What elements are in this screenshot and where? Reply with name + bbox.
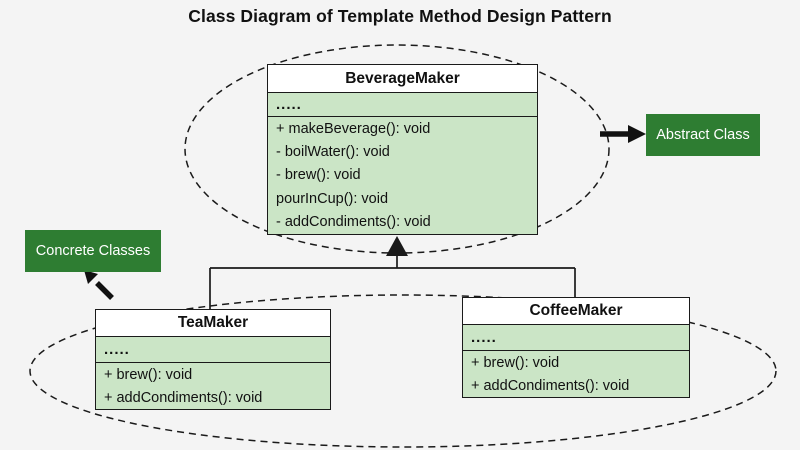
class-box-teamaker: TeaMaker ..... + brew(): void + addCondi…: [95, 309, 331, 410]
method-row: - addCondiments(): void: [276, 214, 431, 231]
class-methods-coffeemaker: + brew(): void + addCondiments(): void: [463, 351, 689, 397]
method-row: - brew(): void: [276, 167, 361, 184]
class-name-coffeemaker: CoffeeMaker: [463, 298, 689, 325]
inheritance-connector-lines: [209, 256, 576, 309]
method-row: - boilWater(): void: [276, 144, 390, 161]
method-row: + addCondiments(): void: [104, 389, 263, 406]
method-row: + makeBeverage(): void: [276, 120, 431, 137]
concrete-classes-arrow-icon: [84, 270, 114, 300]
abstract-class-arrow-icon: [600, 125, 646, 143]
class-methods-beveragemaker: + makeBeverage(): void - boilWater(): vo…: [268, 117, 537, 234]
concrete-classes-tag: Concrete Classes: [25, 230, 161, 272]
class-fields-teamaker: .....: [96, 337, 330, 363]
class-box-beveragemaker: BeverageMaker ..... + makeBeverage(): vo…: [267, 64, 538, 235]
method-row: pourInCup(): void: [276, 190, 389, 207]
page-title: Class Diagram of Template Method Design …: [188, 6, 612, 26]
method-row: + addCondiments(): void: [471, 377, 630, 394]
method-row: + brew(): void: [471, 354, 560, 371]
abstract-class-tag: Abstract Class: [646, 114, 760, 156]
method-row: + brew(): void: [104, 366, 193, 383]
class-fields-beveragemaker: .....: [268, 93, 537, 117]
class-name-teamaker: TeaMaker: [96, 310, 330, 337]
concrete-classes-ellipse: [29, 294, 777, 448]
inheritance-arrow-icon: [386, 236, 408, 256]
class-name-beveragemaker: BeverageMaker: [268, 65, 537, 93]
class-fields-coffeemaker: .....: [463, 325, 689, 351]
class-methods-teamaker: + brew(): void + addCondiments(): void: [96, 363, 330, 409]
class-box-coffeemaker: CoffeeMaker ..... + brew(): void + addCo…: [462, 297, 690, 398]
